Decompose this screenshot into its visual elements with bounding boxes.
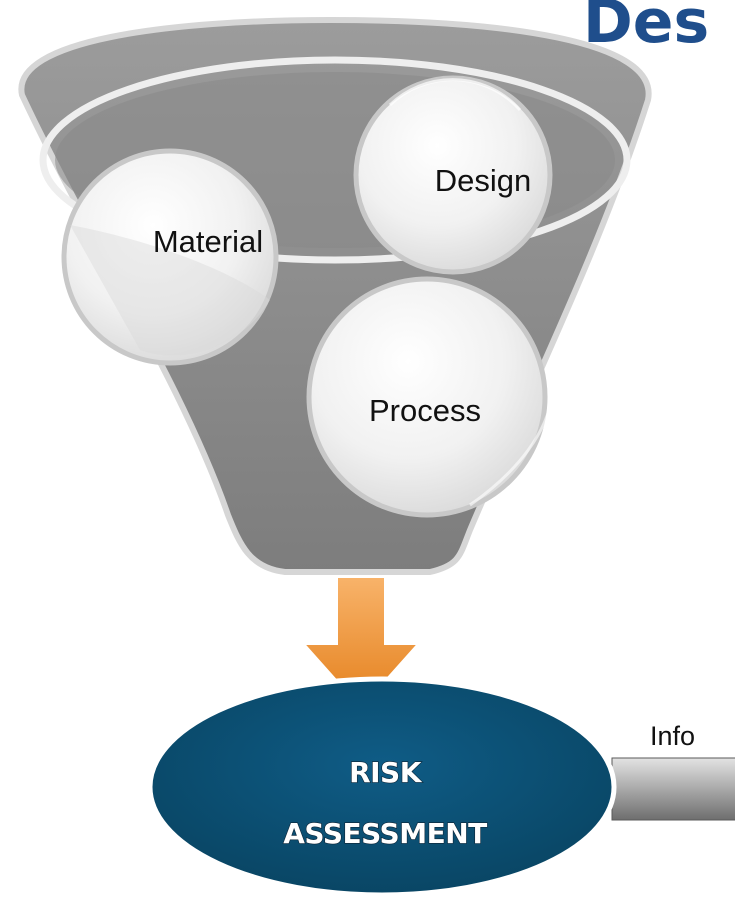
risk-assessment-node: RISK ASSESSMENT [147, 676, 617, 898]
sphere-material: Material [61, 148, 279, 366]
circle-label-material: Material [153, 224, 263, 259]
risk-label-line2: ASSESSMENT [283, 817, 487, 850]
arrow-down-icon [301, 576, 421, 710]
sphere-process: Process [306, 276, 554, 518]
circle-label-design: Design [435, 163, 532, 198]
connector-bar-icon [611, 757, 735, 821]
risk-label-line1: RISK [349, 756, 423, 789]
funnel: Design Material Process [18, 16, 652, 575]
info-fragment: Info [650, 721, 695, 751]
sphere-design: Design [353, 75, 553, 275]
circle-label-process: Process [369, 393, 481, 428]
funnel-rim [39, 56, 631, 264]
